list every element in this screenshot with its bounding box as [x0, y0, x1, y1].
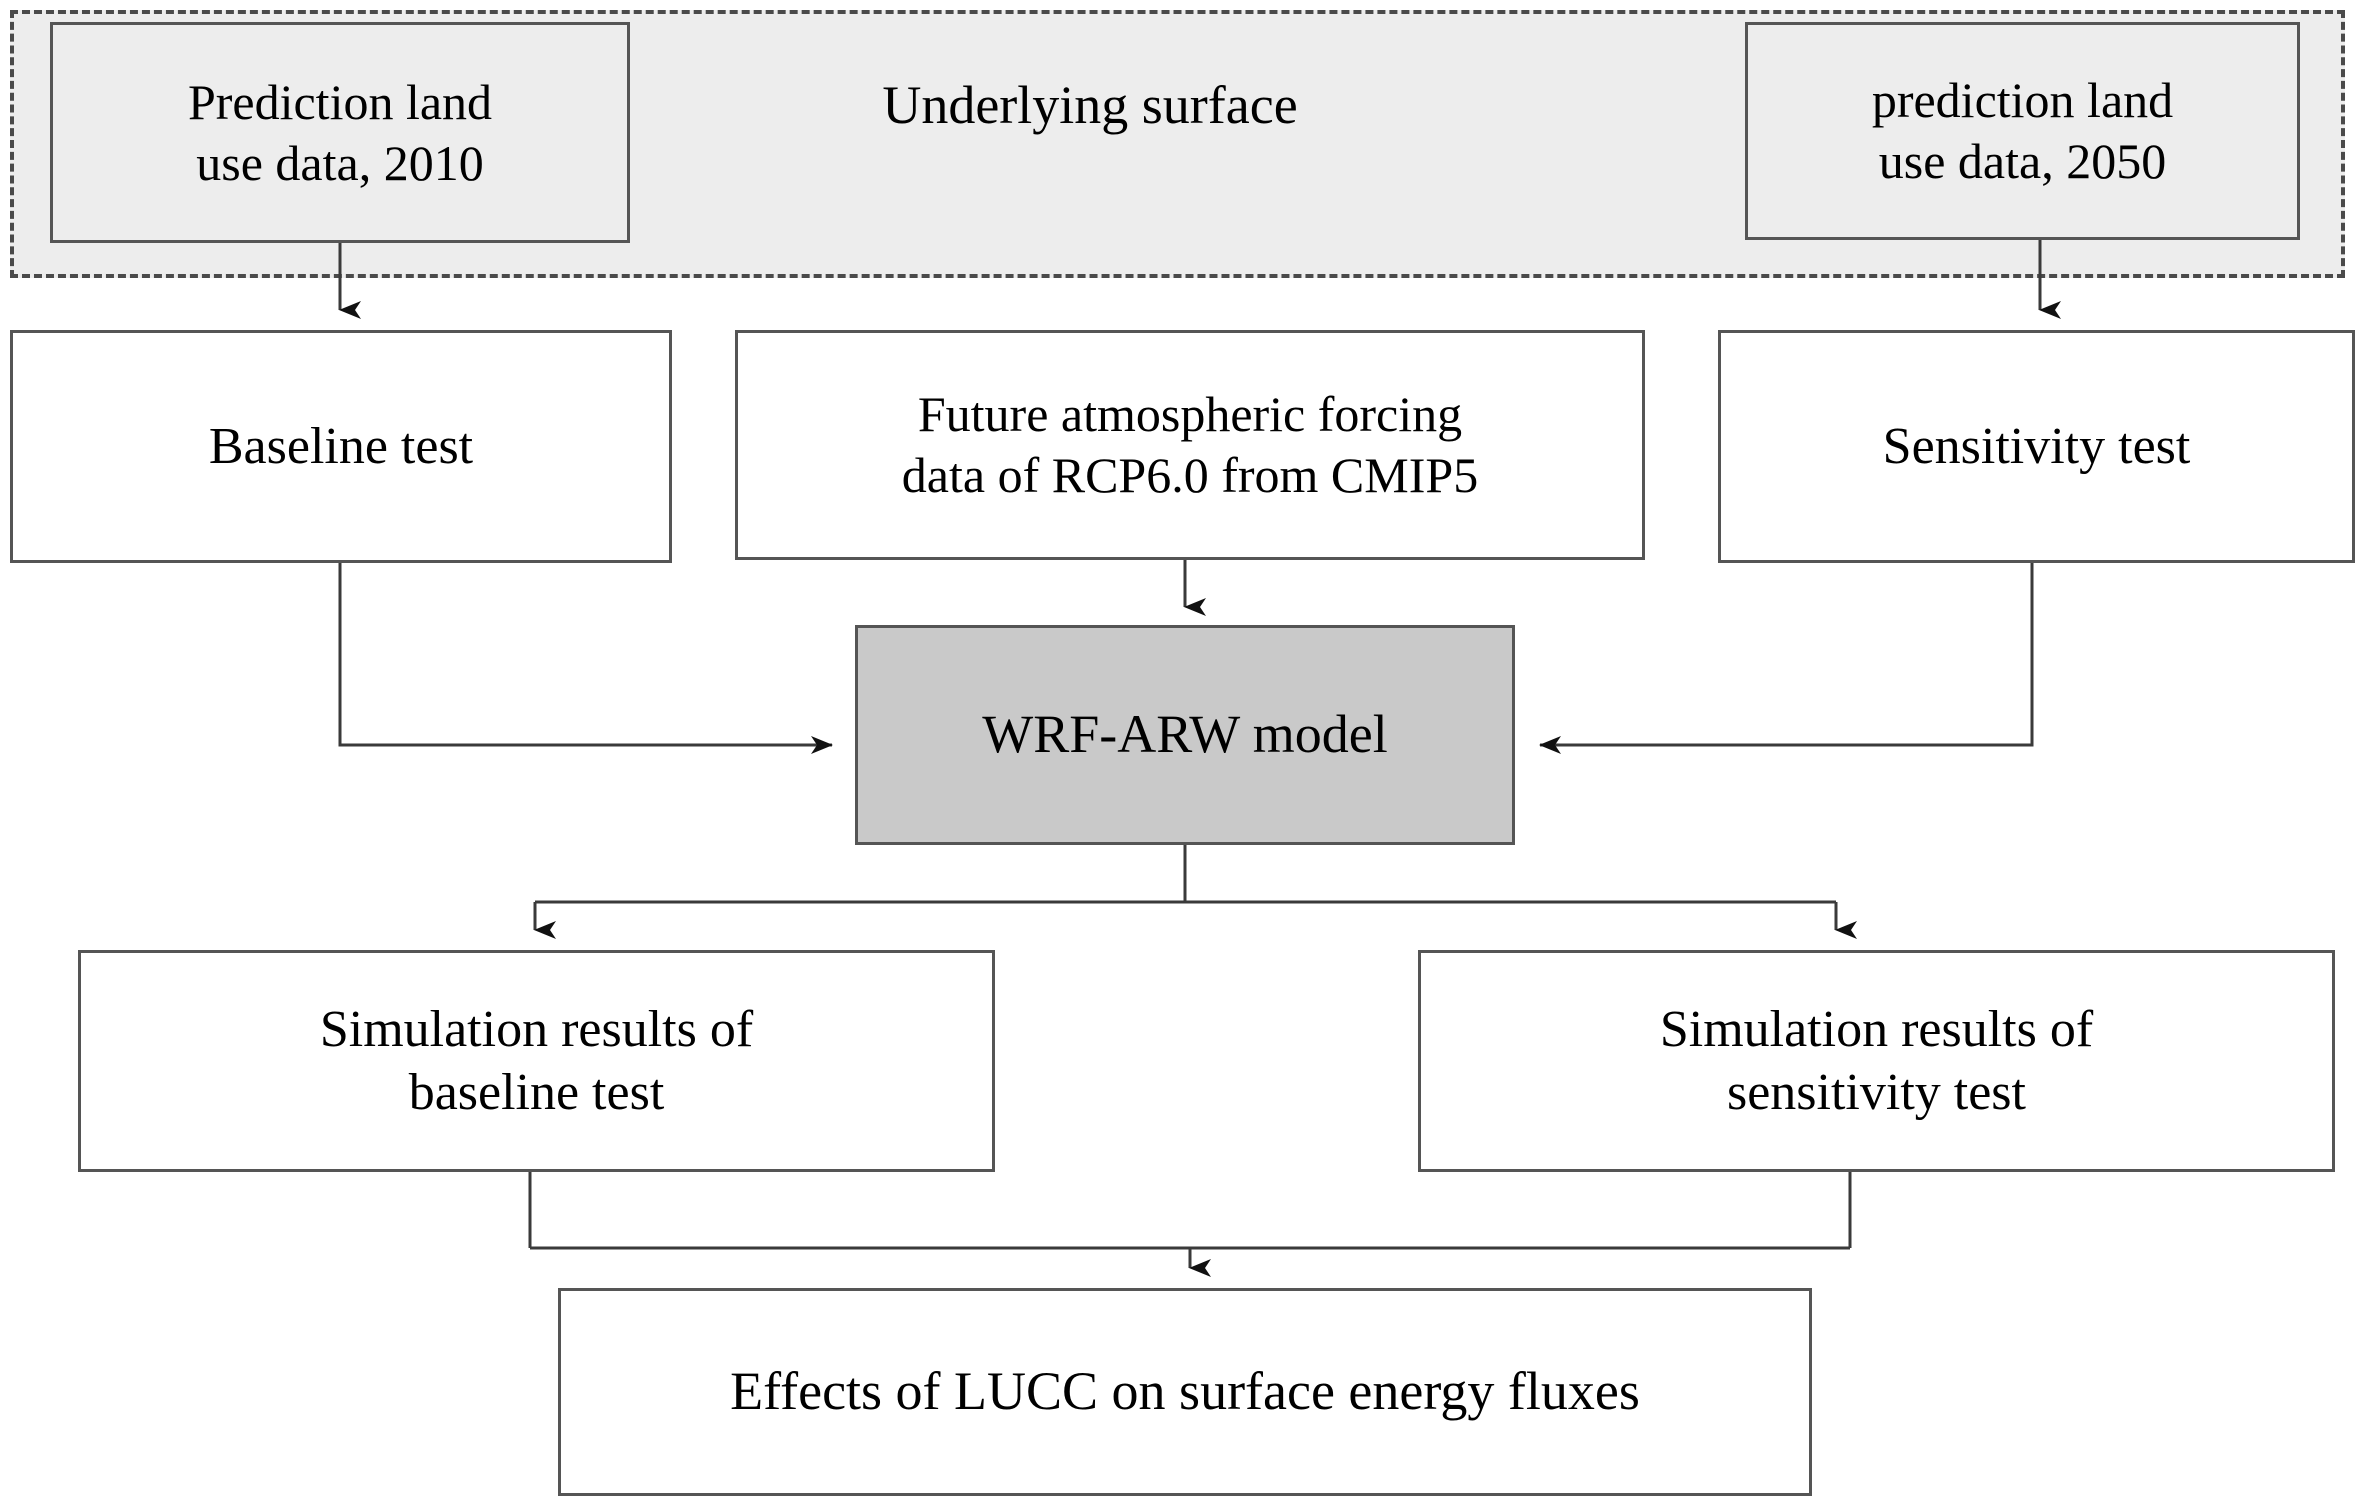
underlying-surface-title: Underlying surface — [760, 60, 1420, 150]
node-simulation-results-baseline-test[interactable]: Simulation results of baseline test — [78, 950, 995, 1172]
edge-baseline-to-model — [338, 563, 833, 754]
node-simulation-results-sensitivity-test[interactable]: Simulation results of sensitivity test — [1418, 950, 2335, 1172]
node-prediction-land-use-2050[interactable]: prediction land use data, 2050 — [1745, 22, 2300, 240]
node-simulation-results-sensitivity-test-label: Simulation results of sensitivity test — [1659, 1000, 2094, 1121]
node-sensitivity-test[interactable]: Sensitivity test — [1718, 330, 2355, 563]
node-sensitivity-test-label: Sensitivity test — [1882, 417, 2191, 475]
node-future-atmospheric-forcing-data-label: Future atmospheric forcing data of RCP6.… — [901, 386, 1479, 503]
node-baseline-test[interactable]: Baseline test — [10, 330, 672, 563]
edge-sensitivity-to-model — [1539, 563, 2034, 754]
node-prediction-land-use-2050-label: prediction land use data, 2050 — [1871, 72, 2174, 189]
node-prediction-land-use-2010-label: Prediction land use data, 2010 — [187, 73, 493, 191]
node-future-atmospheric-forcing-data[interactable]: Future atmospheric forcing data of RCP6.… — [735, 330, 1645, 560]
underlying-surface-title-label: Underlying surface — [882, 75, 1298, 135]
node-effects-of-lucc-label: Effects of LUCC on surface energy fluxes — [730, 1361, 1640, 1422]
node-simulation-results-baseline-test-label: Simulation results of baseline test — [319, 1000, 754, 1121]
node-wrf-arw-model-label: WRF-ARW model — [982, 704, 1388, 765]
node-baseline-test-label: Baseline test — [208, 417, 474, 475]
node-effects-of-lucc[interactable]: Effects of LUCC on surface energy fluxes — [558, 1288, 1812, 1496]
node-wrf-arw-model[interactable]: WRF-ARW model — [855, 625, 1515, 845]
node-prediction-land-use-2010[interactable]: Prediction land use data, 2010 — [50, 22, 630, 243]
